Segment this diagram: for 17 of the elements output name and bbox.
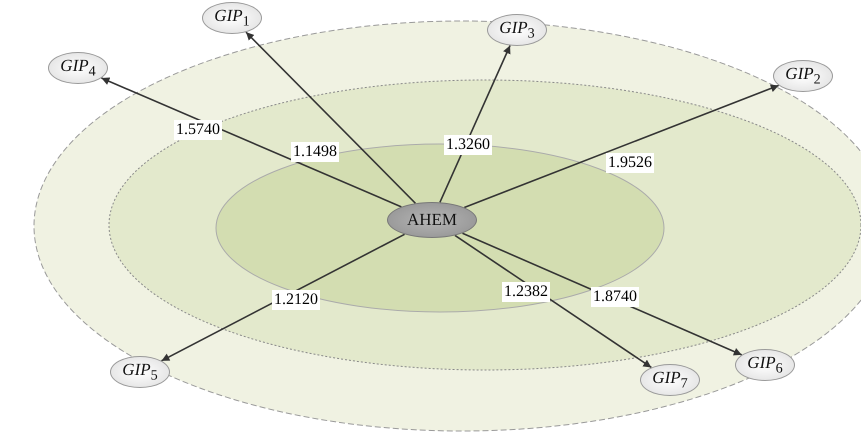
edge-label: 1.5740 bbox=[174, 120, 222, 140]
edge-label: 1.8740 bbox=[591, 287, 639, 307]
edge-label: 1.2382 bbox=[502, 282, 550, 302]
ellipse-node: GIP$_{5}$ bbox=[110, 356, 170, 388]
arrow bbox=[101, 77, 402, 208]
ellipse-node: GIP$_{4}$ bbox=[48, 52, 108, 84]
edge-label: 1.3260 bbox=[444, 135, 492, 155]
arrow bbox=[439, 45, 511, 203]
edge-label: 1.2120 bbox=[272, 290, 320, 310]
edge-label: 1.9526 bbox=[606, 153, 654, 173]
ellipse-node: GIP$_{1}$ bbox=[202, 2, 262, 34]
edge-label: 1.1498 bbox=[291, 142, 339, 162]
arrow bbox=[245, 32, 416, 204]
ellipse-node: GIP$_{2}$ bbox=[773, 60, 833, 92]
arrow bbox=[464, 84, 780, 208]
ellipse-node: GIP$_{3}$ bbox=[487, 14, 547, 46]
arrow bbox=[161, 234, 405, 362]
